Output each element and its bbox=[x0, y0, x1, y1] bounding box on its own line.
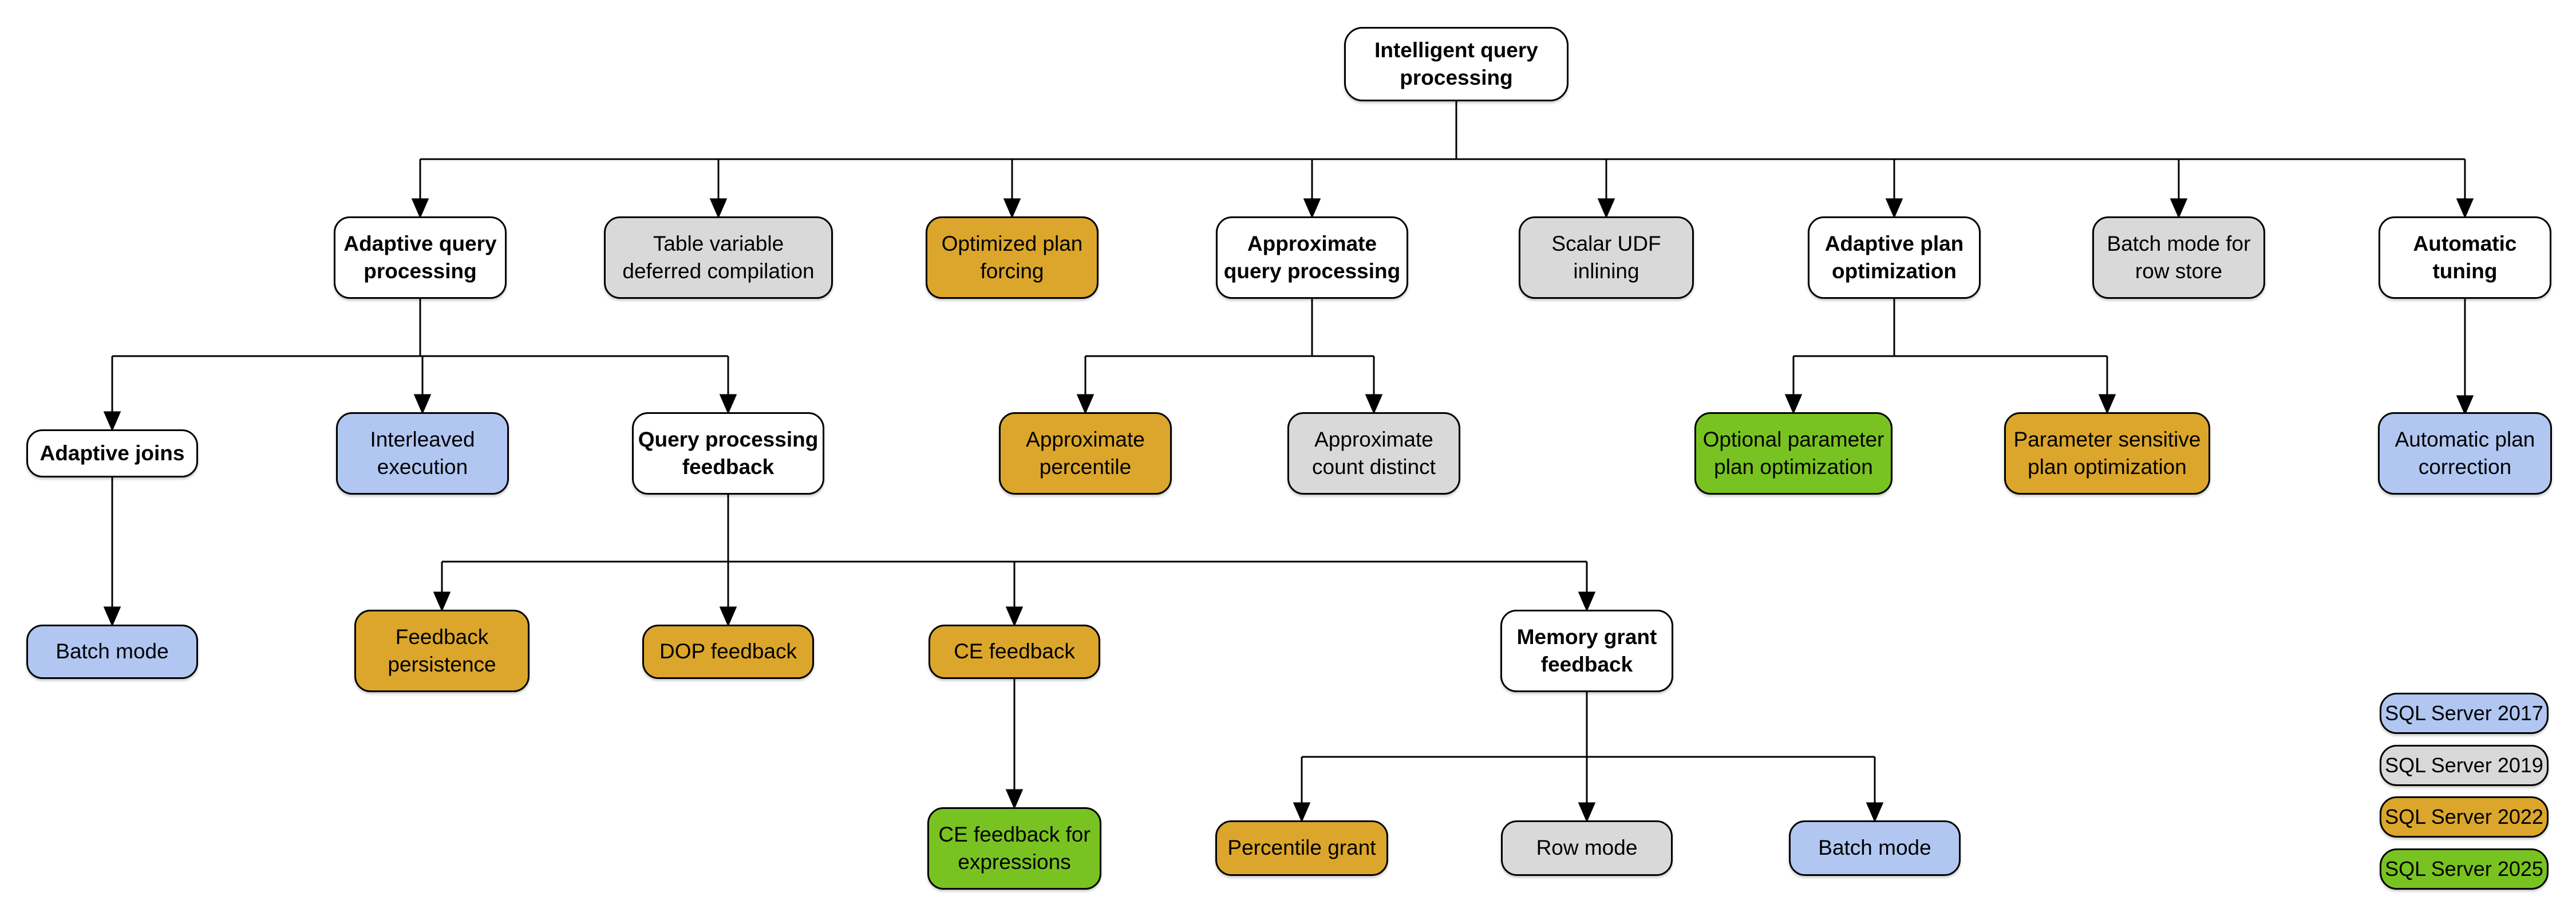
legend-item-sql-server-2022: SQL Server 2022 bbox=[2380, 796, 2549, 838]
node-feedback-persistence: Feedback persistence bbox=[354, 610, 530, 692]
node-percentile-grant: Percentile grant bbox=[1215, 820, 1388, 876]
node-dop-feedback: DOP feedback bbox=[642, 625, 814, 679]
node-batch-mode-under-adaptive-joins: Batch mode bbox=[26, 625, 198, 679]
legend-item-sql-server-2019: SQL Server 2019 bbox=[2380, 745, 2549, 786]
node-adaptive-plan-optimization: Adaptive plan optimization bbox=[1808, 216, 1981, 299]
node-adaptive-query-processing: Adaptive query processing bbox=[334, 216, 507, 299]
node-parameter-sensitive-plan-optimization: Parameter sensitive plan optimization bbox=[2004, 412, 2210, 495]
node-automatic-plan-correction: Automatic plan correction bbox=[2378, 412, 2552, 495]
node-approximate-query-processing: Approximate query processing bbox=[1216, 216, 1408, 299]
node-automatic-tuning: Automatic tuning bbox=[2379, 216, 2551, 299]
node-approximate-percentile: Approximate percentile bbox=[999, 412, 1172, 495]
node-intelligent-query-processing: Intelligent query processing bbox=[1344, 27, 1568, 101]
node-optional-parameter-plan-optimization: Optional parameter plan optimization bbox=[1694, 412, 1893, 495]
node-ce-feedback-for-expressions: CE feedback for expressions bbox=[927, 807, 1101, 890]
legend-item-sql-server-2017: SQL Server 2017 bbox=[2380, 693, 2549, 734]
node-approximate-count-distinct: Approximate count distinct bbox=[1287, 412, 1460, 495]
node-scalar-udf-inlining: Scalar UDF inlining bbox=[1519, 216, 1694, 299]
node-ce-feedback: CE feedback bbox=[929, 625, 1100, 679]
node-adaptive-joins: Adaptive joins bbox=[26, 429, 198, 477]
node-interleaved-execution: Interleaved execution bbox=[336, 412, 509, 495]
node-batch-mode-for-row-store: Batch mode for row store bbox=[2092, 216, 2265, 299]
node-memory-grant-feedback: Memory grant feedback bbox=[1500, 610, 1673, 692]
node-batch-mode-under-memory-grant: Batch mode bbox=[1789, 820, 1961, 876]
node-row-mode: Row mode bbox=[1501, 820, 1673, 876]
node-optimized-plan-forcing: Optimized plan forcing bbox=[926, 216, 1099, 299]
legend-item-sql-server-2025: SQL Server 2025 bbox=[2380, 848, 2549, 890]
node-query-processing-feedback: Query processing feedback bbox=[632, 412, 824, 495]
node-table-variable-deferred-compilation: Table variable deferred compilation bbox=[604, 216, 833, 299]
